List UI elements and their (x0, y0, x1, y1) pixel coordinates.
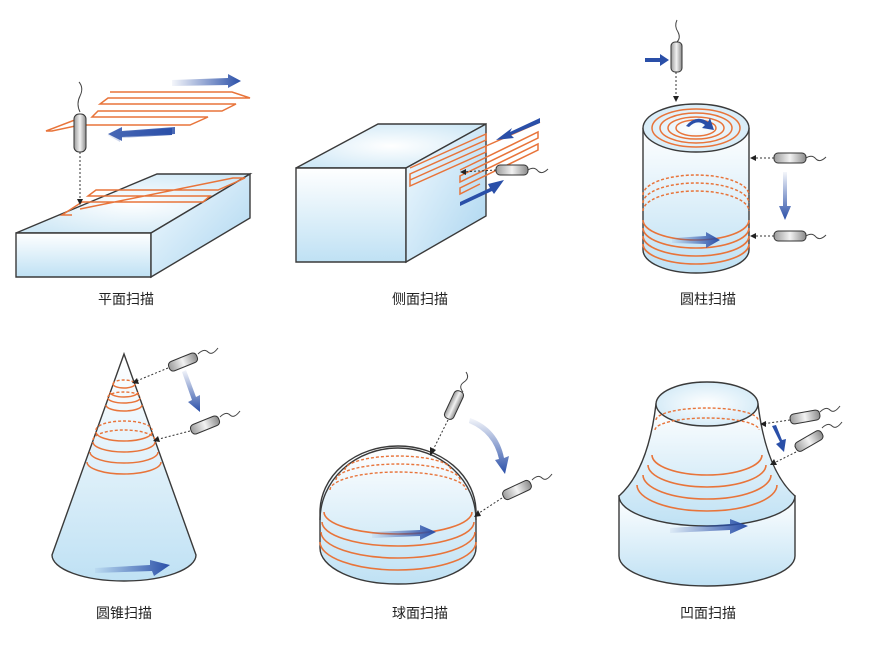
side-scan-figure (295, 118, 549, 264)
scan-direction-arrow-icon (182, 370, 200, 412)
caption-cone: 圆锥扫描 (96, 606, 152, 622)
plane-scan-path-above (45, 91, 251, 132)
cone-body (51, 351, 197, 582)
probe-icon (132, 347, 219, 384)
probe-icon (760, 405, 841, 427)
cylinder-front-rings (642, 219, 750, 265)
scan-direction-arrow-icon (172, 74, 241, 88)
scan-direction-arrow-icon (645, 54, 669, 66)
side-block-side (405, 122, 487, 264)
scan-direction-arrow-icon (95, 560, 170, 576)
cone-back-rings (92, 379, 156, 441)
sphere-back-rings (329, 455, 467, 491)
cone-front-rings (86, 383, 162, 475)
plane-block-side (150, 172, 251, 279)
scan-direction-arrow-icon (372, 525, 436, 540)
scan-direction-arrow-icon (672, 232, 720, 248)
probe-icon (670, 19, 683, 102)
probe-icon (430, 371, 469, 456)
concave-scan-figure (618, 381, 843, 587)
probe-icon (73, 81, 87, 205)
side-block-front (295, 167, 407, 263)
caption-side: 侧面扫描 (392, 292, 448, 308)
scan-direction-arrow-icon (779, 172, 791, 220)
cylinder-back-rings (642, 174, 750, 212)
cone-scan-figure (51, 347, 241, 582)
probe-icon (153, 410, 241, 442)
probe-icon (750, 152, 827, 164)
caption-sphere: 球面扫描 (392, 606, 448, 622)
caption-plane: 平面扫描 (98, 292, 154, 308)
concave-back-rings (654, 407, 760, 431)
sphere-body (319, 445, 477, 585)
probe-icon (770, 421, 843, 465)
plane-block-front (15, 232, 152, 278)
scan-direction-arrow-icon (686, 118, 714, 130)
probe-icon (474, 473, 553, 517)
concave-top (655, 381, 759, 427)
scan-direction-arrow-icon (496, 118, 540, 140)
cylinder-top (642, 103, 750, 153)
plane-scan-figure (15, 74, 253, 279)
sphere-scan-figure (319, 371, 553, 585)
cylinder-scan-figure (642, 19, 827, 274)
sphere-cap (319, 447, 477, 521)
scan-direction-arrow-icon (469, 418, 509, 474)
caption-concave: 凹面扫描 (680, 606, 736, 622)
scan-direction-arrow-icon (772, 425, 786, 452)
plane-scan-path-on-block (59, 177, 246, 216)
probe-icon (460, 164, 549, 176)
caption-cylinder: 圆柱扫描 (680, 292, 736, 308)
probe-icon (750, 230, 827, 242)
scan-direction-arrow-icon (670, 519, 748, 534)
concave-front-rings (636, 454, 778, 512)
scan-direction-arrow-icon (460, 180, 504, 206)
scan-direction-arrow-icon (108, 127, 175, 141)
